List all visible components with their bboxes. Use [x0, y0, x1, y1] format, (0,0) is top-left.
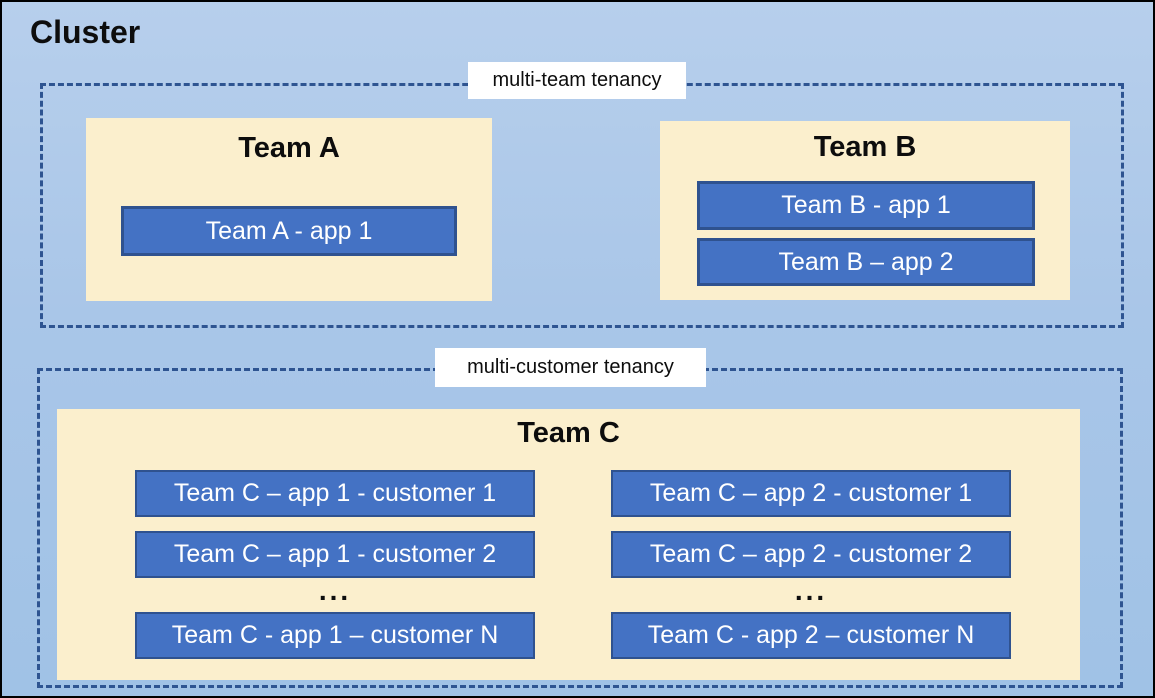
cluster-title: Cluster — [30, 14, 141, 50]
multi-team-tenancy-label: multi-team tenancy — [468, 62, 686, 99]
team-c-app2-customer-2-box: Team C – app 2 - customer 2 — [611, 531, 1011, 578]
team-b-app-2-box: Team B – app 2 — [697, 238, 1035, 286]
team-a-box: Team A Team A - app 1 — [86, 118, 492, 301]
team-c-app1-customer-1-box: Team C – app 1 - customer 1 — [135, 470, 535, 517]
team-b-app-1-box: Team B - app 1 — [697, 181, 1035, 230]
team-b-box: Team B Team B - app 1 Team B – app 2 — [660, 121, 1070, 300]
team-c-app1-ellipsis: ... — [318, 575, 352, 606]
team-c-app2-ellipsis: ... — [794, 575, 828, 606]
team-c-box: Team C Team C – app 1 - customer 1 Team … — [57, 409, 1080, 680]
team-c-app2-customer-1-box: Team C – app 2 - customer 1 — [611, 470, 1011, 517]
team-a-title: Team A — [238, 132, 340, 164]
team-c-title: Team C — [517, 417, 620, 449]
team-c-app1-customer-n-box: Team C - app 1 – customer N — [135, 612, 535, 659]
team-b-title: Team B — [813, 131, 917, 163]
team-c-app2-customer-n-box: Team C - app 2 – customer N — [611, 612, 1011, 659]
team-a-app-1-box: Team A - app 1 — [121, 206, 457, 256]
team-c-app1-customer-2-box: Team C – app 1 - customer 2 — [135, 531, 535, 578]
multi-customer-tenancy-label: multi-customer tenancy — [435, 348, 706, 387]
